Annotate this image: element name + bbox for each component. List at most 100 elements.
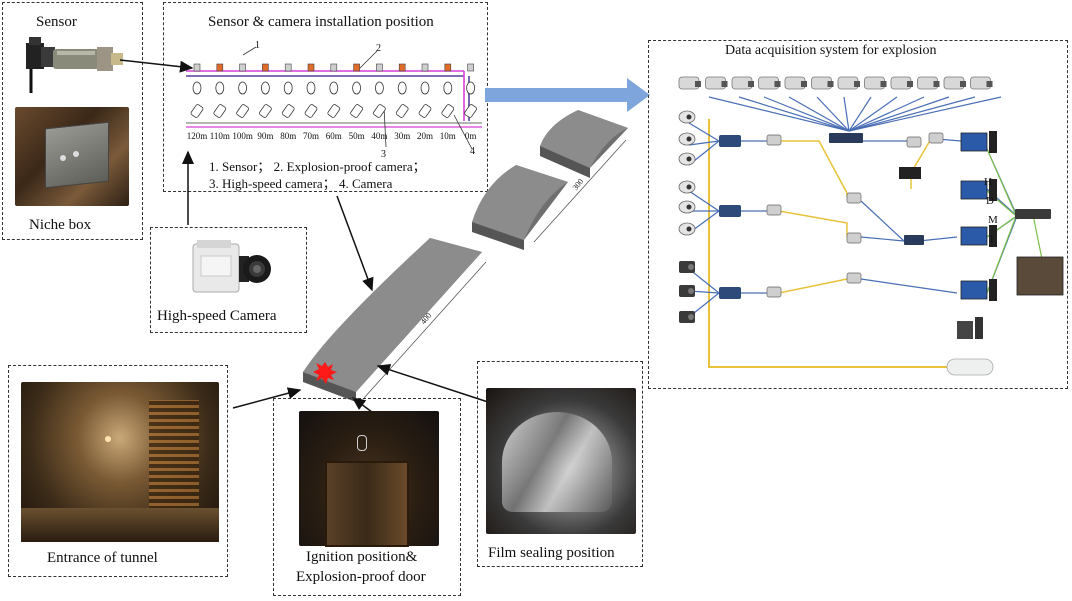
explosion-proof-camera-marker [283,81,293,95]
installation-legend-line-2: 3. High-speed camera； 4. Camera [209,176,393,191]
explosion-proof-camera-marker [261,81,270,95]
tunnel-segment-middle [472,165,568,250]
lower-camera-marker [464,104,477,118]
high-speed-camera-panel: High-speed Camera [150,227,307,333]
distance-label: 70m [303,131,319,141]
sensor-marker [444,63,452,72]
camera-lens-icon [688,288,694,294]
explosion-proof-camera-marker [397,81,407,95]
camera-lens-icon [933,81,940,87]
lower-camera-marker [327,104,341,118]
lower-camera-marker [259,104,272,118]
monitor-icon [960,132,988,152]
sensor-marker [330,63,338,72]
installation-panel: Sensor & camera installation position 12… [163,2,488,192]
distance-label: 0m [465,131,477,141]
media-converter-icon [766,134,782,146]
sensor-marker [262,63,269,72]
ignition-marker [313,362,337,384]
camera-lens-icon [688,264,694,270]
camera-lens-icon [686,204,692,210]
daq-title: Data acquisition system for explosion [725,43,937,58]
media-converter-icon [846,192,862,204]
camera-lens-icon [686,114,692,120]
dvr-icon [899,167,921,179]
camera-lens-icon [907,81,913,87]
film-sealing-caption: Film sealing position [488,545,615,561]
pc-tower-icon [989,279,997,301]
lower-camera-marker [395,104,409,118]
lower-camera-marker [441,104,455,118]
media-converter-icon [766,204,782,216]
network-switch-icon [904,235,924,245]
camera-lens-icon [827,81,834,87]
hdmi-letter-h: H [984,176,992,188]
explosion-proof-camera-marker [306,81,316,95]
callout-3: 3 [381,149,386,160]
speaker-icon [975,317,983,339]
installation-legend-line-1: 1. Sensor； 2. Explosion-proof camera； [209,159,426,174]
distance-label: 20m [417,131,433,141]
distance-label: 90m [257,131,273,141]
hdmi-letter-d: D [986,195,994,207]
pressure-sensor-image [26,37,123,93]
speaker-icon [957,321,973,339]
sensor-marker [216,63,224,72]
high-speed-camera-caption: High-speed Camera [157,308,277,324]
entrance-panel: Entrance of tunnel [8,365,228,577]
media-converter-icon [928,132,944,144]
explosion-proof-camera-marker [215,81,225,95]
sensor-marker [284,63,292,72]
explosion-proof-camera-marker [192,81,202,95]
ignition-panel: Ignition position& Explosion-proof door [273,398,461,596]
camera-lens-icon [748,81,754,87]
high-speed-camera-image [192,240,271,293]
camera-lens-icon [960,81,966,87]
callout-4: 4 [470,146,475,157]
distance-label: 110m [210,131,230,141]
lower-camera-marker [213,104,227,118]
sensor-marker [376,63,383,72]
lower-camera-marker [373,104,386,118]
lower-camera-marker [350,104,363,118]
sensor-marker [398,63,406,72]
distance-label: 50m [349,131,365,141]
explosion-proof-camera-marker [329,81,339,95]
monitor-icon [960,280,988,300]
tunnel-segment-near [303,238,482,402]
pc-tower-icon [989,179,997,201]
lower-camera-marker [304,104,318,118]
sensor-marker [353,63,360,72]
callout-2: 2 [376,43,381,54]
media-converter-icon [906,136,922,148]
sensor-marker [467,63,474,72]
tunnel-segment-far [540,110,628,178]
callout-1: 1 [255,40,260,51]
niche-box-photo [15,107,129,206]
pc-tower-icon [989,225,997,247]
camera-lens-icon [686,136,692,142]
daq-network [678,76,1064,376]
camera-lens-icon [774,81,781,87]
media-converter-icon [766,286,782,298]
camera-lens-icon [880,81,887,87]
pc-tower-icon [989,131,997,153]
film-sealing-photo [486,388,636,534]
camera-lens-icon [986,81,993,87]
camera-lens-icon [688,314,694,320]
network-switch-icon [719,287,741,299]
sensor-marker [193,63,201,72]
distance-label: 40m [371,131,387,141]
lower-camera-marker [236,104,249,118]
explosion-proof-camera-marker [443,81,453,95]
tunnel-entrance-photo [21,382,219,542]
niche-box-caption: Niche box [29,217,92,233]
explosion-proof-camera-marker [420,81,430,95]
camera-lens-icon [695,81,701,87]
hdmi-letter-m: M [988,214,998,226]
distance-label: 60m [326,131,342,141]
lower-camera-marker [281,104,295,118]
camera-lens-icon [686,226,692,232]
